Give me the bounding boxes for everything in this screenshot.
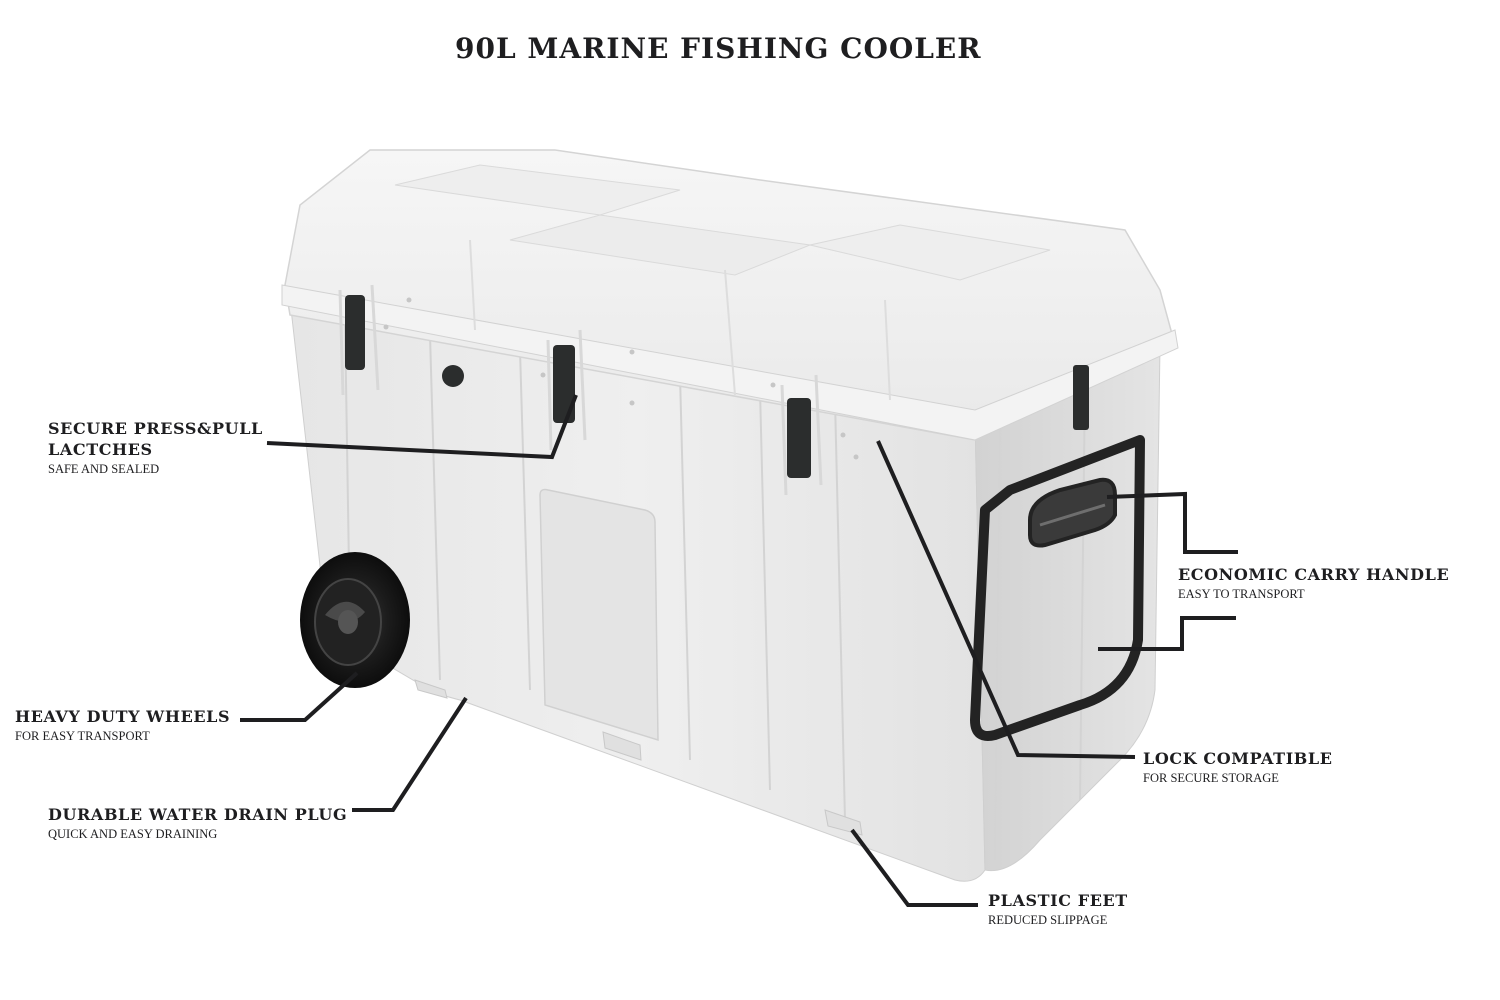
cooler-lid — [281, 149, 1179, 441]
leader-drain — [352, 696, 468, 812]
drain-cap-icon — [442, 365, 464, 387]
leader-handle-top — [1106, 491, 1238, 554]
callout-title: ECONOMIC CARRY HANDLE — [1178, 565, 1450, 584]
latches — [338, 284, 1089, 496]
callout-subtitle: QUICK AND EASY DRAINING — [48, 827, 218, 841]
callout-feet: PLASTIC FEET REDUCED SLIPPAGE — [988, 890, 1128, 928]
leader-wheels — [240, 671, 359, 722]
latch-icon — [345, 295, 365, 370]
page-title: 90L MARINE FISHING COOLER — [455, 32, 982, 65]
cooler-body — [289, 299, 1161, 882]
carry-handle — [970, 435, 1145, 741]
callout-subtitle: FOR SECURE STORAGE — [1143, 771, 1279, 785]
callout-lock: LOCK COMPATIBLE FOR SECURE STORAGE — [1143, 748, 1333, 786]
callout-subtitle: REDUCED SLIPPAGE — [988, 913, 1108, 927]
callout-subtitle: EASY TO TRANSPORT — [1178, 587, 1305, 601]
leader-feet — [850, 828, 978, 907]
leader-handle-bottom — [1098, 616, 1236, 651]
leader-latches — [266, 394, 578, 460]
callout-title: SECURE PRESS&PULL — [48, 419, 263, 438]
callout-latches: SECURE PRESS&PULL LACTCHES SAFE AND SEAL… — [48, 418, 263, 477]
latch-icon — [787, 398, 811, 478]
callout-title: LACTCHES — [48, 440, 153, 459]
callout-drain: DURABLE WATER DRAIN PLUG QUICK AND EASY … — [48, 804, 347, 842]
callout-title: DURABLE WATER DRAIN PLUG — [48, 805, 348, 824]
leader-lines — [240, 394, 1238, 907]
callout-title: PLASTIC FEET — [988, 891, 1128, 910]
leader-lock — [876, 440, 1136, 759]
wheel — [300, 552, 410, 688]
callout-title: HEAVY DUTY WHEELS — [15, 707, 231, 726]
callout-handle: ECONOMIC CARRY HANDLE EASY TO TRANSPORT — [1178, 564, 1449, 602]
callout-subtitle: FOR EASY TRANSPORT — [15, 729, 150, 743]
latch-icon — [1073, 365, 1089, 430]
callout-title: LOCK COMPATIBLE — [1143, 749, 1333, 768]
latch-icon — [553, 345, 575, 423]
callout-subtitle: SAFE AND SEALED — [48, 462, 160, 476]
callout-wheels: HEAVY DUTY WHEELS FOR EASY TRANSPORT — [15, 706, 230, 744]
